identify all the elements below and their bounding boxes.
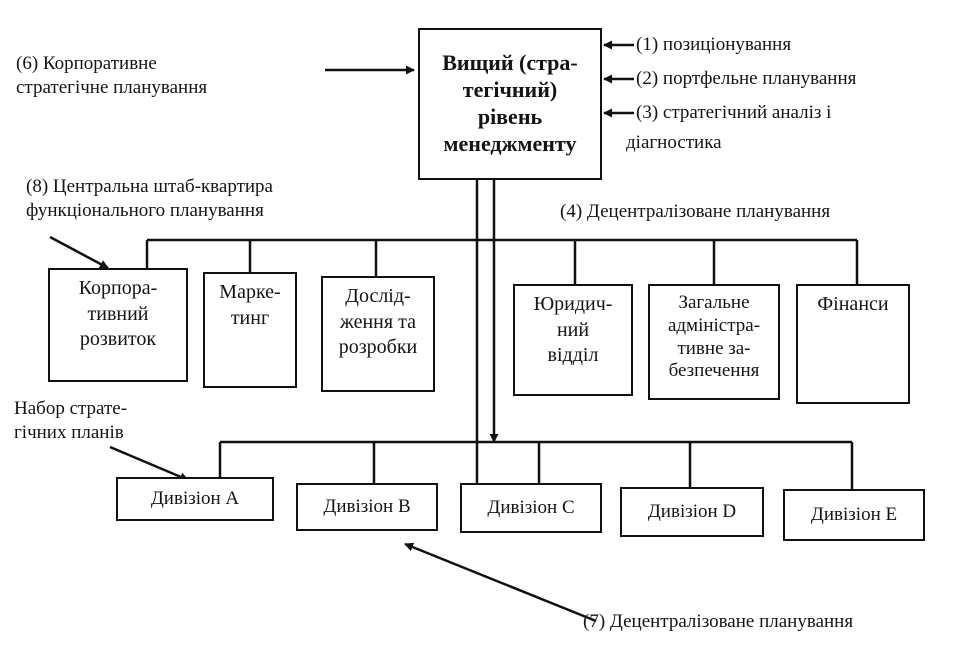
function-box-research-development: Дослід- ження та розробки	[321, 276, 435, 392]
division-box-c: Дивізіон C	[460, 483, 602, 533]
strategic-management-level-box: Вищий (стра- тегічний) рівень менеджмент…	[418, 28, 602, 180]
label-diagnostics: діагностика	[626, 132, 722, 153]
label-strategic-analysis: (3) стратегічний аналіз і	[636, 102, 832, 123]
label-central-headquarters: (8) Центральна штаб-квартира функціональ…	[26, 176, 273, 221]
function-box-marketing: Марке- тинг	[203, 272, 297, 388]
division-box-a: Дивізіон A	[116, 477, 274, 521]
function-box-corporate-development: Корпора- тивний розвиток	[48, 268, 188, 382]
arrow-nabor	[109, 445, 189, 482]
function-box-general-administration: Загальне адміністра- тивне за- безпеченн…	[648, 284, 780, 400]
division-box-e: Дивізіон E	[783, 489, 925, 541]
label-strategic-plans-set: Набор страте- гічних планів	[14, 398, 128, 443]
function-box-finance: Фінанси	[796, 284, 910, 404]
division-box-b: Дивізіон B	[296, 483, 438, 531]
label-portfolio-planning: (2) портфельне планування	[636, 68, 857, 89]
label-decentralized-planning-4: (4) Децентралізоване планування	[560, 201, 831, 222]
arrow-7	[404, 542, 597, 623]
label-positioning: (1) позиціонування	[636, 34, 792, 55]
function-box-legal-department: Юридич- ний відділ	[513, 284, 633, 396]
label-decentralized-planning-7: (7) Децентралізоване планування	[583, 611, 854, 632]
arrow-8	[49, 235, 109, 270]
label-corporate-strategic-planning: (6) Корпоративне стратегічне планування	[16, 53, 208, 98]
division-box-d: Дивізіон D	[620, 487, 764, 537]
